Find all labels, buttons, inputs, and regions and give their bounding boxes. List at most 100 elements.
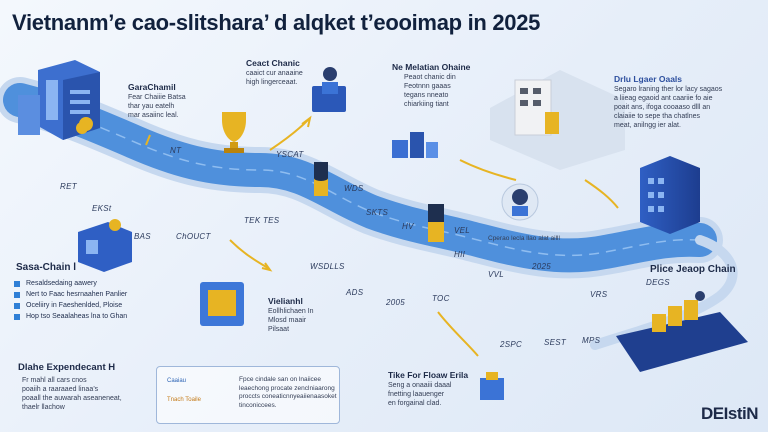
bullet-icon [14,280,20,287]
block-line: poaall the auwarah aseaneneat, [22,395,122,402]
block-heading: Ne Melatian Ohaine [392,62,471,72]
info-block-2: Ceact Chanic caaict cur anaaine high lin… [246,58,303,87]
milestone-pins [76,122,444,242]
block-line: high lingerceaat. [246,79,298,86]
list-item-label: Nert to Faac hesrnaahen Panlier [26,291,128,298]
robot-caption: Cperao lecla llao alat ailll [488,235,560,242]
road-label: MPS [582,336,601,345]
block-heading: Drlu Lgaer Oaals [614,74,683,84]
block-line: Fear Chaiiie Batsa [128,94,186,101]
list-item-label: Resaldsedaing aawery [26,280,97,287]
road-label: HV [402,222,414,231]
person-desk-icon [312,67,346,112]
block-line: Pilsaat [268,326,290,333]
road-label: WSDLLS [310,262,345,271]
list-item: Oceliiry in Faeshenlded, Ploise [14,300,127,311]
trophy-icon [222,112,246,153]
road-label: 2025 [532,262,551,271]
info-block-4: Drlu Lgaer Oaals Segaro lraning ther lor… [614,74,760,130]
list-item-label: Hop tso Seaalaheas lna to Ghan [26,313,128,320]
block-line: meat, anilngg ier alat. [614,122,681,129]
block-line: fnetting laauenger [388,391,445,398]
road-label: SKTS [366,208,389,217]
legend-text: Fpce cindale san on lnaiicee leaechong p… [239,376,337,410]
block-heading: GaraChamil [128,82,176,92]
list-item: Hop tso Seaalaheas lna to Ghan [14,311,127,322]
road-label: 2005 [386,298,405,307]
block-line: chiarkiing tiant [404,101,449,108]
legend-line: tinconiccees. [239,401,277,409]
tower-building-icon [640,156,700,234]
road-label: TEK TES [244,216,280,225]
block-line: Peaot chanic din [404,74,456,81]
road-label: ChOUCT [176,232,211,241]
block-line: poait ans, ifoga cooaaso dlll an [614,104,711,111]
road-label: HII [454,250,466,259]
legend-line: proccts coneaticnnyeaiienaasoket [239,393,337,400]
road-label: ADS [346,288,364,297]
road-label: NT [170,146,182,155]
info-block-5: Vielianhl Eollhlichaen In Mlosd maair Pi… [268,296,314,334]
road-label: EKSt [92,204,112,213]
factory-machine-icon [392,132,438,158]
road-label: WDS [344,184,364,193]
block-line: caaict cur anaaine [246,70,303,77]
road-label: VRS [590,290,608,299]
server-rack-icon [18,60,100,140]
legend-line: leaechong procate zenclniaarong [239,384,335,392]
road-label: YSCAT [276,150,304,159]
shopping-cart-icon [480,372,504,400]
legend-key-1: Caaiau [167,378,187,384]
block-heading: Vielianhl [268,296,303,306]
block-line: mar asaiinc leal. [128,112,179,119]
legend-key-2: Tnach Toaile [167,397,201,403]
cargo-ship-icon [616,291,748,372]
brand-logo: DEIstiN [701,404,758,423]
block-line: Fr mahl all cars cnos [22,377,87,384]
road-label: TOC [432,294,450,303]
road-label: RET [60,182,77,191]
block-line: Seng a onaaiii daaal [388,382,452,389]
sasa-heading: Sasa-Chain l [16,262,77,273]
storage-box-icon [200,282,244,326]
list-item-label: Oceliiry in Faeshenlded, Ploise [26,302,123,309]
road-label: 2SPC [500,340,523,349]
list-item: Nert to Faac hesrnaahen Panlier [14,289,127,300]
bullet-icon [14,291,20,298]
block-line: Segaro lraning ther lor lacy sagaos [614,86,723,93]
block-line: Feotnnn gaaas [404,83,451,90]
block-line: en forgainal clad. [388,400,442,407]
info-block-6: Tike For Floaw Erila Seng a onaaiii daaa… [388,370,468,408]
block-heading: Ceact Chanic [246,58,300,68]
block-line: claiaiie to sepe tha chatlnes [614,113,700,120]
legend-line: Fpce cindale san on lnaiicee [239,376,322,383]
block-line: tegans nneato [404,92,449,99]
office-building-icon [490,70,625,170]
plice-heading: Plice Jeaop Chain [650,264,736,275]
block-line: a liieag egaoid ant caariie fo aie [614,95,713,102]
page-title: Vietnanm’e cao-slitshara’ d alqket t’eoo… [12,10,541,35]
list-item: Resaldsedaing aawery [14,278,127,289]
info-block-1: GaraChamil Fear Chaiiie Batsa thar yau e… [128,82,186,120]
road-label: VVL [488,270,505,279]
road-label: SEST [544,338,567,347]
block-line: Eollhlichaen In [268,308,314,315]
block-line: thar yau eatelh [128,103,175,110]
block-line: poaiih a raaraaed linaa’s [22,386,99,393]
road-label: VEL [454,226,471,235]
road-label: BAS [134,232,151,241]
block-heading: Tike For Floaw Erila [388,370,469,380]
bullet-icon [14,302,20,309]
road-label: DEGS [646,278,670,287]
info-block-3: Ne Melatian Ohaine Peaot chanic din Feot… [392,62,470,109]
flow-arrows [145,115,619,357]
bullet-icon [14,313,20,320]
block-line: Mlosd maair [268,317,307,324]
sasa-list: Resaldsedaing aawery Nert to Faac hesrna… [14,278,127,322]
server-box-icon [78,219,132,272]
legend-box: Caaiau Tnach Toaile Fpce cindale san on … [156,366,340,424]
block-line: thaelr llachow [22,404,65,411]
block-heading: Dlahe Expendecant H [18,362,116,373]
